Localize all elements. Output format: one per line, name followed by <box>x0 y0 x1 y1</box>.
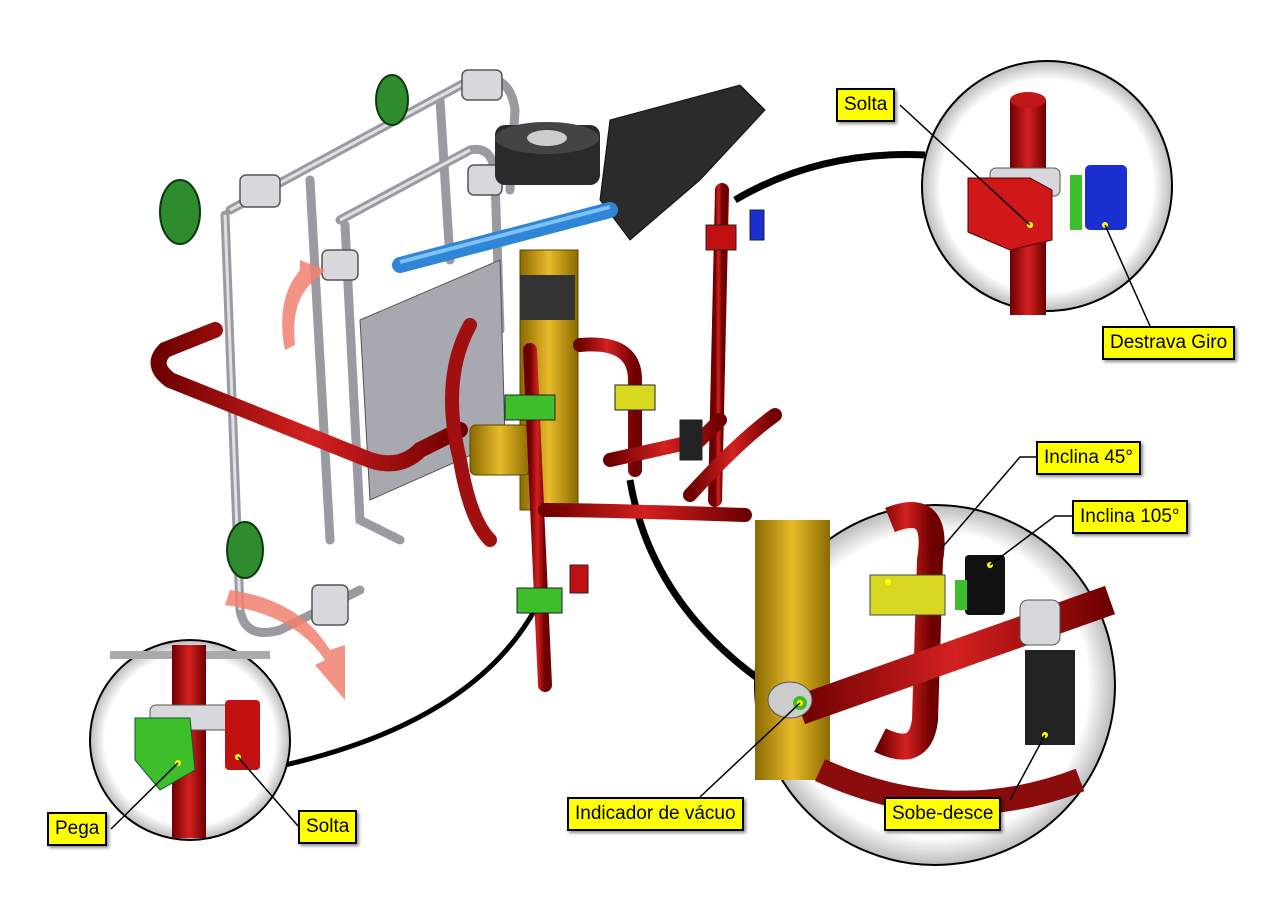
detail-circle-bottom-right <box>754 502 1116 866</box>
label-inclina-105: Inclina 105° <box>1072 500 1188 534</box>
handle-bar <box>150 322 468 472</box>
counterweight-arm <box>599 84 766 241</box>
label-pega: Pega <box>47 812 108 846</box>
label-solta-bottom: Solta <box>298 810 358 844</box>
detail-circle-top <box>921 60 1173 315</box>
frame-clamps <box>239 69 503 626</box>
label-sobe-desce: Sobe-desce <box>884 797 1002 831</box>
leader-lines <box>110 104 1151 830</box>
rotation-arrows <box>225 260 345 700</box>
label-inclina-45: Inclina 45° <box>1036 441 1141 475</box>
label-destrava-giro: Destrava Giro <box>1102 326 1236 360</box>
label-solta-top: Solta <box>836 88 896 122</box>
label-indicador-vacuo: Indicador de vácuo <box>567 797 744 831</box>
detail-circle-bottom-left <box>89 639 291 841</box>
blue-cylinder <box>392 202 618 273</box>
valve-blocks <box>504 209 765 614</box>
suction-cups <box>159 74 409 579</box>
